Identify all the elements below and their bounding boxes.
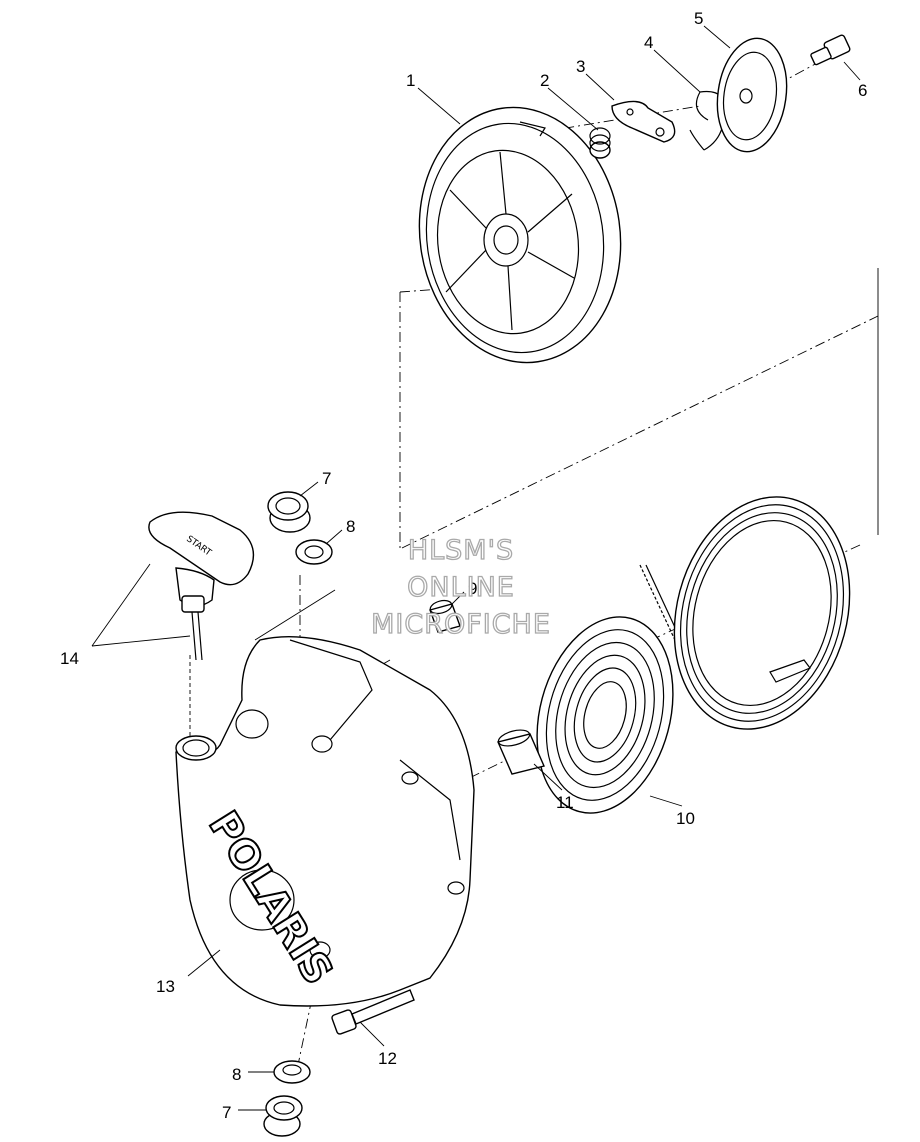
center-bolt (810, 34, 851, 66)
watermark-line-1: HLSM'S (408, 535, 514, 566)
callout-labels: 1 2 3 4 5 6 7 8 9 10 11 12 13 14 8 7 (60, 9, 867, 1122)
callout-2: 2 (540, 71, 549, 90)
callout-5: 5 (694, 9, 703, 28)
bushing-large (497, 729, 545, 775)
callout-8-top: 8 (346, 517, 355, 536)
callout-1: 1 (406, 71, 415, 90)
plug-bottom (263, 1095, 303, 1137)
callout-12: 12 (378, 1049, 397, 1068)
callout-9: 9 (468, 579, 477, 598)
callout-7-top: 7 (322, 469, 331, 488)
callout-7-bottom: 7 (222, 1103, 231, 1122)
washer-bottom (273, 1060, 311, 1084)
friction-plate (716, 37, 788, 153)
recoil-housing: POLARIS (175, 635, 475, 1007)
callout-leaders (91, 25, 861, 1111)
ratchet-pawl (611, 100, 676, 143)
recoil-spring (536, 564, 693, 814)
plug-top (267, 491, 311, 533)
callout-8-bottom: 8 (232, 1065, 241, 1084)
watermark-line-2: ONLINE (407, 572, 515, 603)
starter-rope-coil (673, 496, 851, 730)
callout-13: 13 (156, 977, 175, 996)
ratchet-spring (589, 127, 611, 159)
housing-bolt (331, 989, 415, 1035)
watermark-line-3: MICROFICHE (371, 609, 551, 640)
bushing-small (429, 599, 461, 633)
washer-top (295, 539, 333, 565)
callout-14: 14 (60, 649, 79, 668)
callout-4: 4 (644, 33, 653, 52)
callout-11: 11 (556, 793, 574, 812)
callout-10: 10 (676, 809, 695, 828)
callout-3: 3 (576, 57, 585, 76)
watermark: HLSM'S ONLINE MICROFICHE (370, 534, 551, 640)
callout-6: 6 (858, 81, 867, 100)
starter-pulley (418, 106, 622, 364)
starter-handle: START (148, 511, 255, 661)
